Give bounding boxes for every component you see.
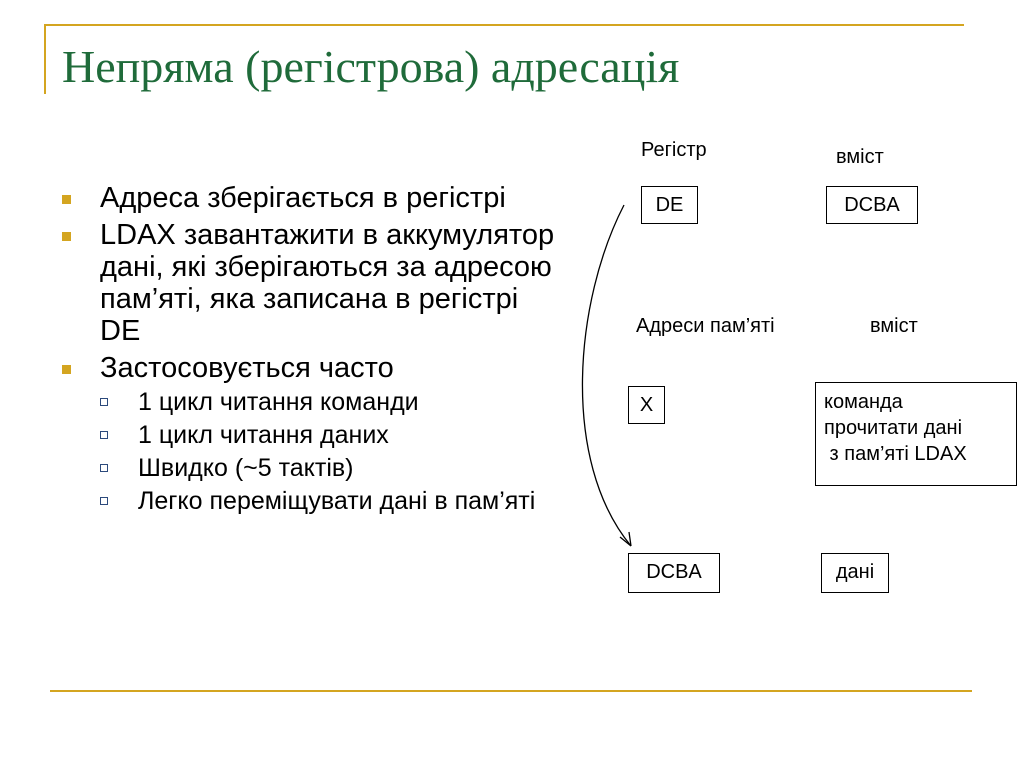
bullet-text: Застосовується часто bbox=[100, 352, 394, 384]
memory-content-header-label: вміст bbox=[870, 315, 918, 337]
bullet-list: Адреса зберігається в регістрі LDAX зава… bbox=[60, 182, 560, 520]
hollow-square-bullet-icon bbox=[100, 464, 108, 472]
bullet-item: Адреса зберігається в регістрі bbox=[60, 182, 560, 214]
sub-bullet-item: 1 цикл читання команди bbox=[100, 388, 560, 416]
top-rule bbox=[44, 24, 964, 26]
bottom-rule bbox=[50, 690, 972, 692]
sub-bullet-text: Швидко (~5 тактів) bbox=[138, 454, 354, 482]
bullet-text: LDAX завантажити в аккумулятор дані, які… bbox=[100, 219, 555, 347]
bullet-item: Застосовується часто 1 цикл читання кома… bbox=[60, 352, 560, 515]
memory-address-x-box: X bbox=[628, 386, 665, 424]
side-rule bbox=[44, 24, 46, 94]
square-bullet-icon bbox=[62, 365, 71, 374]
memory-address-header-label: Адреси пам’яті bbox=[636, 315, 775, 337]
hollow-square-bullet-icon bbox=[100, 431, 108, 439]
register-de-box: DE bbox=[641, 186, 698, 224]
register-content-header-label: вміст bbox=[836, 146, 884, 168]
sub-bullet-text: 1 цикл читання даних bbox=[138, 421, 389, 449]
bullet-item: LDAX завантажити в аккумулятор дані, які… bbox=[60, 219, 560, 347]
bullet-text: Адреса зберігається в регістрі bbox=[100, 182, 506, 214]
square-bullet-icon bbox=[62, 232, 71, 241]
sub-bullet-item: 1 цикл читання даних bbox=[100, 421, 560, 449]
hollow-square-bullet-icon bbox=[100, 497, 108, 505]
memory-address-dcba-box: DCBA bbox=[628, 553, 720, 593]
data-box: дані bbox=[821, 553, 889, 593]
register-header-label: Регістр bbox=[641, 139, 707, 161]
sub-bullet-item: Швидко (~5 тактів) bbox=[100, 454, 560, 482]
register-value-box: DCBA bbox=[826, 186, 918, 224]
slide-title: Непряма (регістрова) адресація bbox=[62, 41, 680, 92]
sub-bullet-text: Легко переміщувати дані в пам’яті bbox=[138, 487, 536, 515]
instruction-box: команда прочитати дані з пам’яті LDAX bbox=[815, 382, 1017, 486]
arrowhead-icon bbox=[619, 531, 632, 547]
square-bullet-icon bbox=[62, 195, 71, 204]
sub-bullet-list: 1 цикл читання команди 1 цикл читання да… bbox=[100, 388, 560, 515]
hollow-square-bullet-icon bbox=[100, 398, 108, 406]
sub-bullet-item: Легко переміщувати дані в пам’яті bbox=[100, 487, 560, 515]
sub-bullet-text: 1 цикл читання команди bbox=[138, 388, 419, 416]
